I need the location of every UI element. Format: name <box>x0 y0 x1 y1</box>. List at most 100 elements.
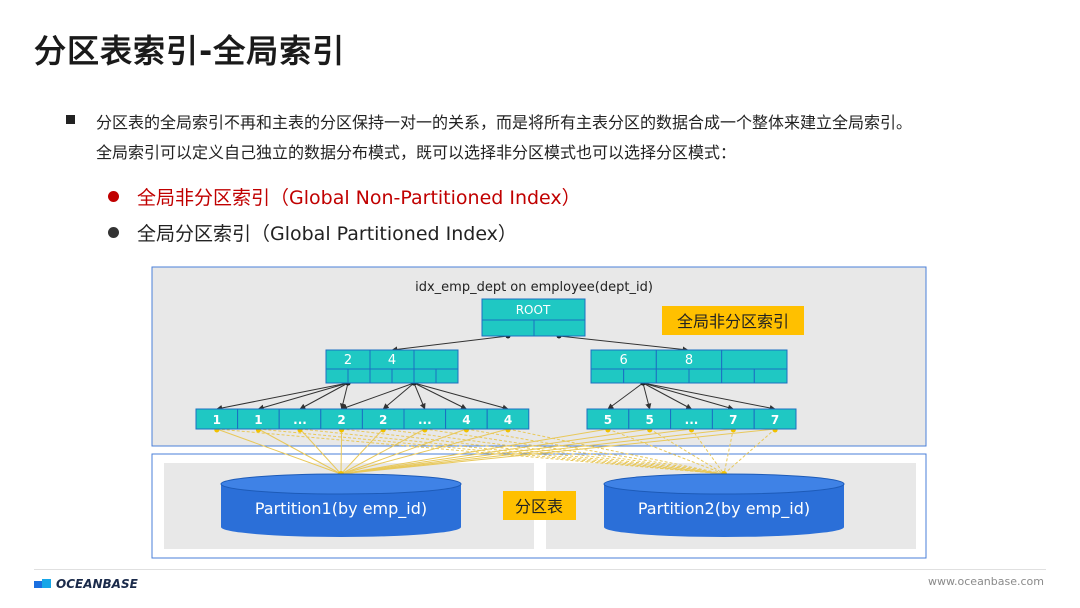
square-bullet-icon <box>66 115 75 124</box>
left-leaf-label-3: 2 <box>337 413 345 427</box>
link-p2-10 <box>691 428 725 475</box>
left-leaf-label-0: 1 <box>213 413 221 427</box>
link-p2-11 <box>723 428 734 475</box>
left-branch-arrow-4 <box>382 382 415 410</box>
right-leaf-label-4: 7 <box>771 413 779 427</box>
right-leaf-label-0: 5 <box>604 413 612 427</box>
partition2-cylinder: Partition2(by emp_id) <box>603 473 845 537</box>
right-branch-ptr-0 <box>590 368 625 384</box>
right-branch-arrow-3 <box>642 382 734 411</box>
right-branch-ptr-2 <box>655 368 690 384</box>
table-tag-bg <box>503 491 576 520</box>
right-branch-key-label-0: 6 <box>620 353 628 368</box>
right-branch-ptr-4 <box>721 368 755 384</box>
left-branch-ptr-4 <box>413 368 437 384</box>
bullet-global-partitioned: 全局分区索引（Global Partitioned Index） <box>108 219 517 246</box>
link-p1-2 <box>299 428 342 475</box>
link-p1-0 <box>216 428 342 475</box>
link-p1-8 <box>340 428 608 475</box>
left-branch-key-label-1: 4 <box>388 353 396 368</box>
link-p1-3 <box>340 428 343 475</box>
link-p2-12 <box>723 428 776 475</box>
link-p2-8 <box>607 428 725 475</box>
right-branch-arrow-1 <box>642 382 652 410</box>
description: 分区表的全局索引不再和主表的分区保持一对一的关系，而是将所有主表分区的数据合成一… <box>96 108 1056 168</box>
link-p2-1 <box>258 428 725 475</box>
right-branch-arrow-2 <box>642 382 693 410</box>
right-leaf-label-3: 7 <box>729 413 737 427</box>
left-leaf-cell-7 <box>486 408 530 430</box>
left-branch-ptr-5 <box>435 368 459 384</box>
right-leaf-label-2: ... <box>685 413 699 427</box>
bullet-text-2: 全局分区索引（Global Partitioned Index） <box>137 223 517 245</box>
right-branch-ptr-3 <box>688 368 723 384</box>
root-to-left-arrow <box>391 335 509 353</box>
left-leaf-label-5: ... <box>418 413 432 427</box>
link-p1-4 <box>340 428 384 475</box>
link-p2-6 <box>466 428 725 475</box>
root-node: ROOT <box>481 298 586 337</box>
link-p1-5 <box>340 428 426 475</box>
left-branch-arrow-1 <box>257 382 349 411</box>
logo-text: OCEANBASE <box>56 577 138 591</box>
oceanbase-logo-icon <box>34 579 51 588</box>
left-branch-arrow-6 <box>413 382 467 410</box>
root-to-right-arrow <box>558 335 689 353</box>
right-branch-ptr-1 <box>623 368 657 384</box>
link-p1-6 <box>340 428 467 475</box>
link-p2-5 <box>424 428 725 475</box>
left-branch-arrow-5 <box>413 382 426 410</box>
left-leaf-label-4: 2 <box>379 413 387 427</box>
root-label: ROOT <box>516 303 551 317</box>
link-p1-10 <box>340 428 692 475</box>
right-branch-key-label-1: 8 <box>685 353 693 368</box>
right-leaf-cell-4 <box>753 408 797 430</box>
bullet-text-1: 全局非分区索引（Global Non-Partitioned Index） <box>137 187 581 209</box>
branch-nodes: 2 4 6 8 <box>325 349 788 384</box>
left-branch-ptr-1 <box>347 368 371 384</box>
dark-dot-icon <box>108 227 119 238</box>
leaf-nodes: 1 1... 2 2... 4 4 5 5... 7 7 <box>195 408 797 430</box>
global-index-tag-bg <box>662 306 804 335</box>
left-leaf-label-6: 4 <box>462 413 470 427</box>
link-p2-7 <box>507 428 725 475</box>
website-url: www.oceanbase.com <box>928 575 1044 588</box>
partition1-label: Partition1(by emp_id) <box>255 499 427 519</box>
right-branch-arrow-0 <box>607 382 644 410</box>
global-index-tag: 全局非分区索引 <box>677 312 789 331</box>
leaf-partition-links <box>214 427 778 477</box>
link-p2-9 <box>649 428 725 475</box>
left-branch-ptr-3 <box>391 368 415 384</box>
right-branch-arrow-4 <box>642 382 776 411</box>
right-branch-key-2 <box>721 349 788 370</box>
left-branch-arrow-2 <box>299 382 349 410</box>
left-branch-ptr-2 <box>369 368 393 384</box>
left-branch-key-2 <box>413 349 459 370</box>
left-leaf-label-1: 1 <box>254 413 262 427</box>
link-p2-2 <box>299 428 725 475</box>
right-branch-ptr-5 <box>753 368 788 384</box>
index-caption: idx_emp_dept on employee(dept_id) <box>415 280 653 295</box>
left-leaf-label-7: 4 <box>504 413 512 427</box>
left-branch-ptr-0 <box>325 368 349 384</box>
left-branch-arrow-7 <box>413 382 509 411</box>
page-title: 分区表索引-全局索引 <box>34 32 346 70</box>
link-p1-12 <box>340 428 776 475</box>
left-branch-arrow-0 <box>216 382 349 411</box>
partition1-cylinder: Partition1(by emp_id) <box>220 473 462 537</box>
link-p1-9 <box>340 428 650 475</box>
left-branch-key-label-0: 2 <box>344 353 352 368</box>
footer-divider <box>34 569 1046 570</box>
oceanbase-logo: OCEANBASE <box>34 577 138 591</box>
left-leaf-label-2: ... <box>293 413 307 427</box>
bullet-global-non-partitioned: 全局非分区索引（Global Non-Partitioned Index） <box>108 183 581 210</box>
red-dot-icon <box>108 191 119 202</box>
link-p1-7 <box>340 428 509 475</box>
table-tag: 分区表 <box>515 497 563 516</box>
partition2-label: Partition2(by emp_id) <box>638 499 810 519</box>
description-line-1: 分区表的全局索引不再和主表的分区保持一对一的关系，而是将所有主表分区的数据合成一… <box>96 113 913 132</box>
link-p1-11 <box>340 428 734 475</box>
right-leaf-label-1: 5 <box>646 413 654 427</box>
link-p1-1 <box>258 428 342 475</box>
